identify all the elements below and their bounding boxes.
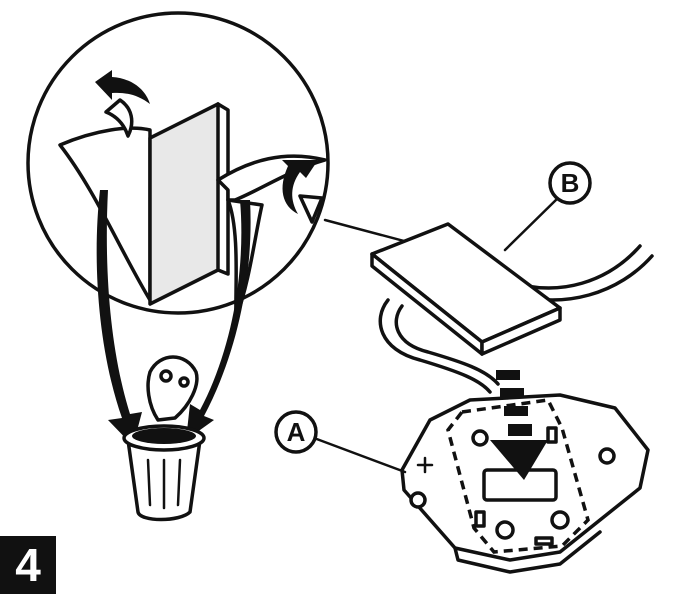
trash-can-icon (124, 357, 204, 520)
mounting-base-a (402, 395, 648, 572)
svg-text:B: B (561, 168, 580, 198)
svg-text:A: A (287, 417, 306, 447)
step-number-badge: 4 (0, 536, 56, 594)
callout-a: A (276, 412, 405, 472)
callout-b: B (505, 163, 590, 250)
